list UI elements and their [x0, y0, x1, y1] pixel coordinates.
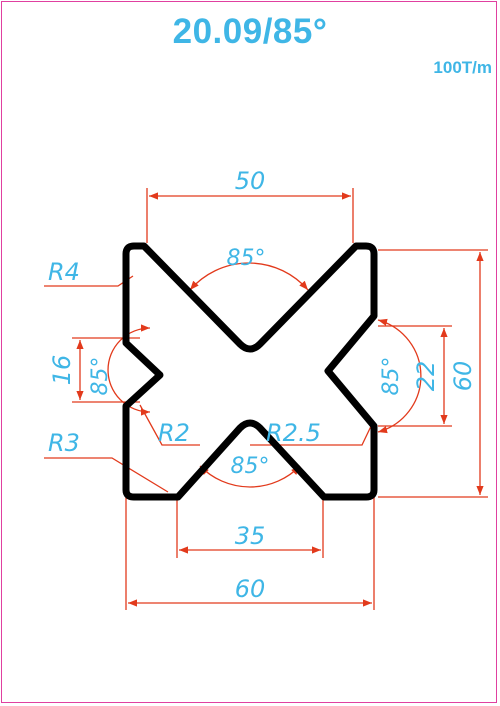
left-angle-label: 85° — [88, 357, 113, 396]
r4-label: R4 — [48, 258, 80, 286]
top-width-label: 50 — [235, 167, 266, 195]
r2-label: R2 — [158, 419, 190, 447]
r2-leader — [139, 404, 200, 446]
top-angle-arc — [189, 262, 309, 291]
r25-leader — [250, 421, 374, 446]
right-angle-label: 85° — [379, 357, 404, 396]
bottom-width-label: 35 — [235, 522, 266, 550]
left-angle-arc — [107, 324, 151, 416]
bottom-angle-label: 85° — [231, 454, 270, 479]
die-title: 20.09/85° — [172, 12, 328, 51]
top-angle-label: 85° — [227, 246, 266, 271]
total-width-label: 60 — [235, 575, 266, 603]
tonnage-label: 100T/m — [433, 58, 492, 77]
die-outline — [122, 242, 378, 501]
right-inner-height-label: 22 — [412, 361, 440, 392]
r3-label: R3 — [48, 429, 80, 457]
r25-label: R2.5 — [266, 419, 321, 447]
bottom-angle-arc — [199, 465, 301, 488]
total-height-label: 60 — [449, 361, 477, 392]
left-height-label: 16 — [48, 355, 76, 386]
right-angle-arc — [377, 318, 422, 434]
r3-leader — [44, 457, 169, 493]
